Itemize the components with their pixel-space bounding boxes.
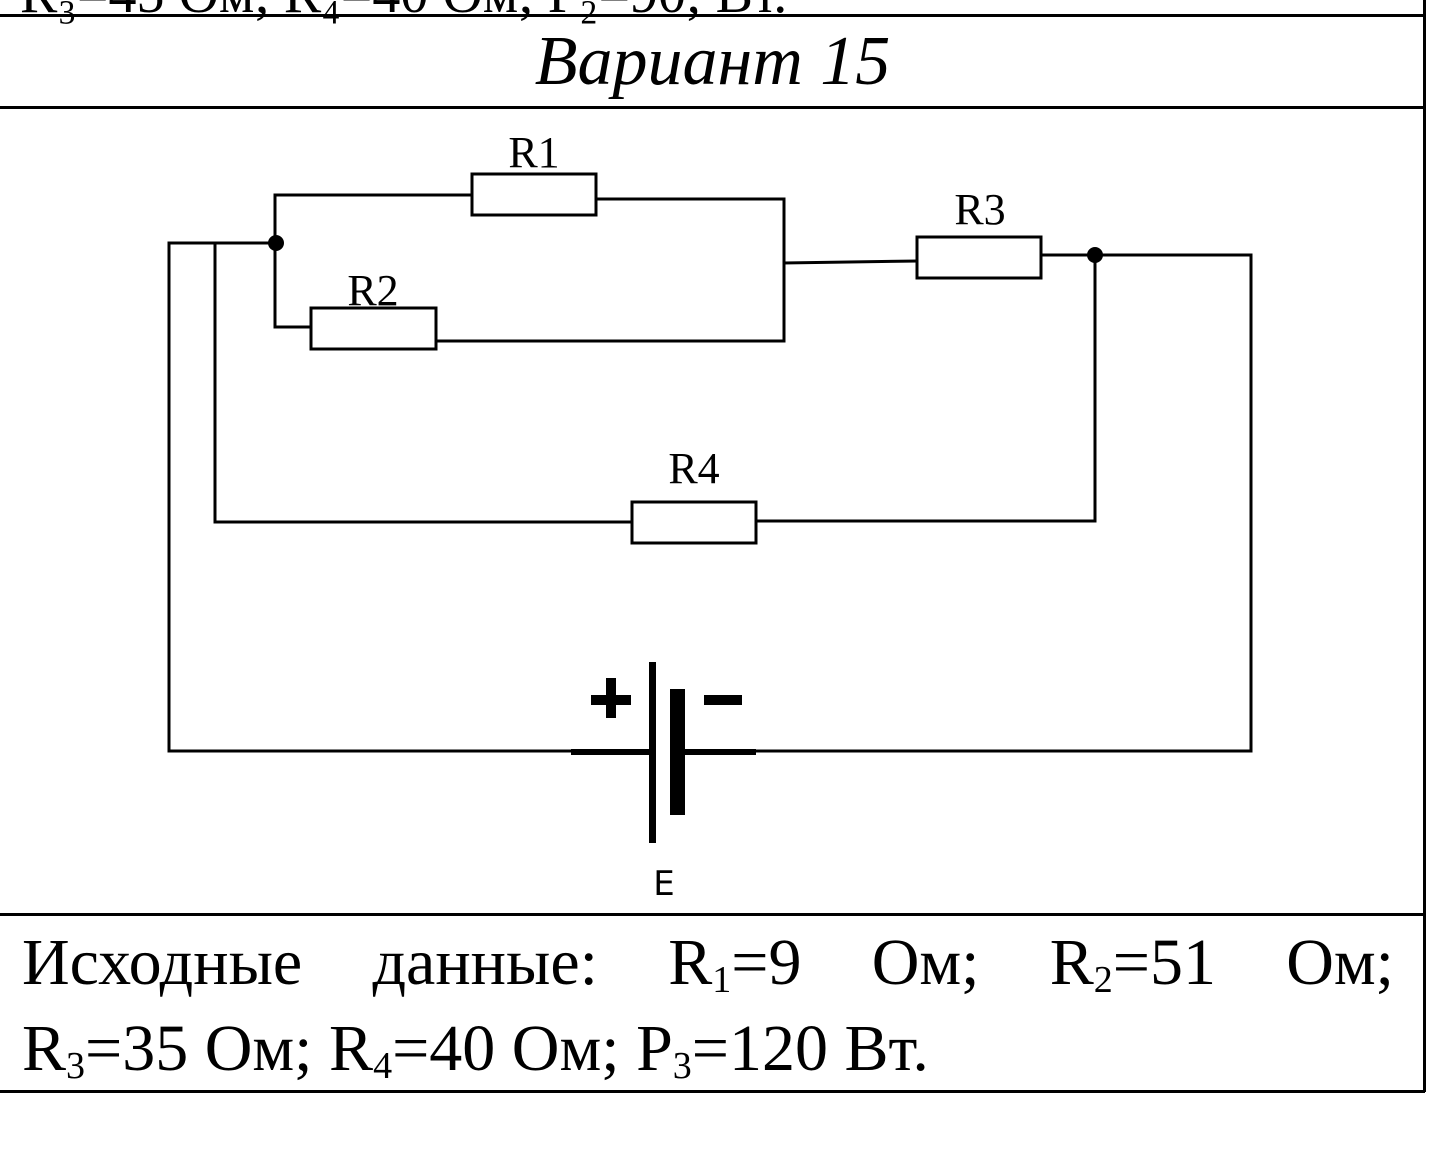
given-r3: R3=35 Ом;	[22, 1012, 313, 1087]
given-r4: R4=40 Ом;	[329, 1012, 620, 1087]
previous-row-fragment: R₃=45 Ом; R₄=40 Ом; P₂=90; Вт.	[20, 0, 787, 26]
junction-node-left	[268, 235, 284, 251]
table-border-top	[0, 14, 1425, 17]
plus-icon	[591, 678, 631, 718]
minus-icon	[704, 695, 742, 705]
given-p3: P3=120 Вт.	[636, 1012, 929, 1087]
wire-r1-right	[434, 197, 786, 343]
table-border-right	[1423, 0, 1426, 1092]
battery-symbol	[571, 662, 756, 843]
label-r4: R4	[668, 444, 719, 493]
resistor-r2	[309, 306, 438, 351]
circuit-diagram: R1 R2 R3 R4 E	[167, 128, 1253, 904]
label-r2: R2	[347, 266, 398, 315]
battery-negative-plate	[670, 689, 685, 815]
battery-positive-plate	[649, 662, 656, 843]
resistor-r3	[915, 235, 1043, 280]
wire-r2-left	[273, 241, 313, 329]
label-e: E	[653, 864, 674, 904]
label-r1: R1	[508, 128, 559, 177]
given-prefix: Исходные данные:	[22, 926, 598, 999]
junction-node-right	[1087, 247, 1103, 263]
wire-r3-right	[754, 253, 1253, 753]
variant-title: Вариант 15	[534, 23, 891, 100]
given-data-line-2: R3=35 Ом; R4=40 Ом; P3=120 Вт.	[22, 1016, 1394, 1086]
given-r1: R1=9 Ом;	[668, 926, 980, 1001]
wire-to-r3	[782, 259, 919, 265]
table-border-bottom	[0, 1090, 1425, 1093]
given-r2: R2=51 Ом;	[1049, 926, 1394, 1001]
table-border-title-bottom	[0, 106, 1425, 109]
wire-battery-left-2	[167, 241, 573, 753]
wire-r4-left	[213, 241, 634, 524]
label-r3: R3	[954, 185, 1005, 234]
resistor-r1	[470, 172, 598, 217]
given-data-line-1: Исходные данные: R1=9 Ом; R2=51 Ом;	[22, 930, 1394, 1000]
resistor-r4	[630, 500, 758, 545]
wire-r1-left	[273, 193, 474, 245]
wire-r4-right	[754, 253, 1097, 523]
table-border-data-top	[0, 913, 1425, 916]
